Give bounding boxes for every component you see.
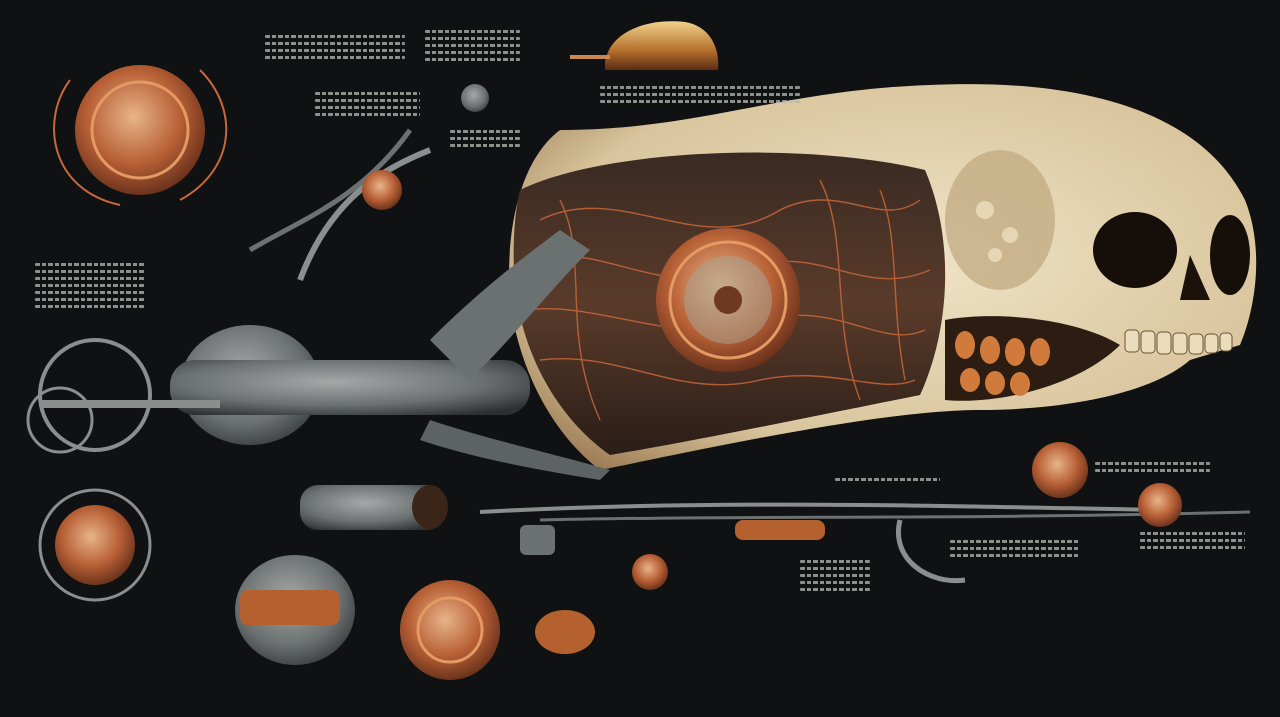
annotation-skull-top [600,86,800,107]
annotation-right-bottom [1140,532,1245,553]
component-bottom-left [38,488,355,665]
machine-body [26,128,1251,584]
annotation-left [35,263,145,312]
annotation-bottom-mid [800,560,870,595]
gear-icon [656,228,800,372]
annotation-upper-mid [315,92,420,120]
annotation-right-top [1095,462,1210,476]
component-small-parts [362,84,1182,590]
component-top-left [53,65,228,206]
annotation-top-center [425,30,520,65]
lens-icon [570,21,719,70]
annotation-upper-right [450,130,520,151]
annotation-bottom-center [950,540,1080,561]
annotation-center-right [835,478,940,485]
skull-icon [509,84,1257,471]
component-bottom-center [400,580,595,680]
annotation-top-left [265,35,405,63]
